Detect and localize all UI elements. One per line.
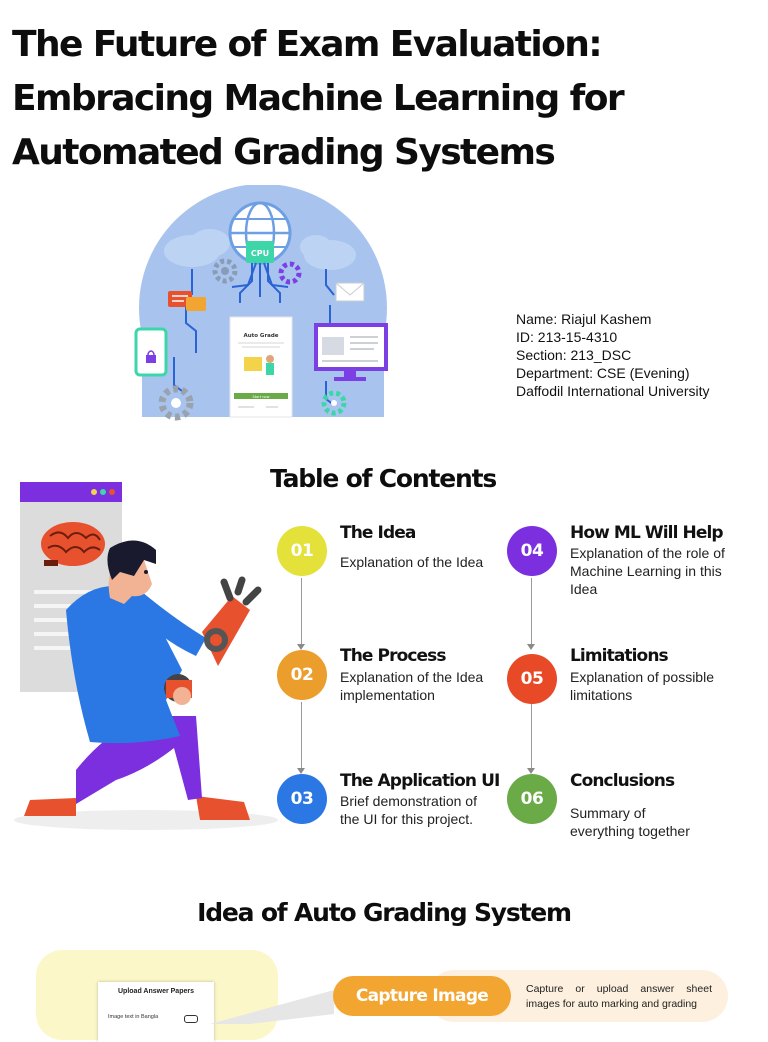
upload-option-label: Image text in Bangla <box>108 1014 159 1020</box>
cpu-label: CPU <box>251 249 269 258</box>
smartphone-icon <box>134 327 168 377</box>
student-name: Name: Riajul Kashem <box>516 311 652 327</box>
hero-illustration: CPU <box>134 185 388 421</box>
toc-connector <box>301 702 302 768</box>
toc-item-title: Limitations <box>570 646 669 666</box>
toc-number-02: 02 <box>277 650 327 700</box>
toc-connector <box>531 578 532 644</box>
arrow-down-icon <box>297 644 305 650</box>
callout-connector <box>210 990 334 1024</box>
toc-number-01: 01 <box>277 526 327 576</box>
student-department: Department: CSE (Evening) <box>516 365 690 381</box>
person-illustration <box>14 482 278 830</box>
gear-icon <box>212 258 238 284</box>
upload-card-title: Upload Answer Papers <box>118 988 194 995</box>
raised-arm <box>142 592 206 656</box>
brain-icon <box>41 522 105 566</box>
app-screen-mockup: Auto Grade Start now <box>229 316 293 418</box>
gear-icon <box>278 261 302 285</box>
hand <box>173 687 191 705</box>
toc-heading: Table of Contents <box>269 464 497 493</box>
toc-number-06: 06 <box>507 774 557 824</box>
capture-image-button[interactable]: Capture Image <box>333 976 511 1016</box>
gear-icon <box>321 390 347 416</box>
toc-item-description: Explanation of the role of Machine Learn… <box>570 545 725 597</box>
arrow-down-icon <box>527 768 535 774</box>
student-info: Name: Riajul Kashem ID: 213-15-4310 Sect… <box>516 310 710 400</box>
mail-icon <box>335 282 365 302</box>
upload-screen-mockup: Upload Answer Papers Image text in Bangl… <box>98 982 214 1042</box>
pants <box>76 716 202 804</box>
arrow-down-icon <box>527 644 535 650</box>
app-start-button: Start now <box>253 395 270 399</box>
toc-item-title: The Process <box>340 646 447 666</box>
monitor-icon <box>314 323 388 381</box>
shirt <box>66 586 182 744</box>
page-title: The Future of Exam Evaluation: Embracing… <box>12 24 625 173</box>
toc-item-description: Explanation of the Idea implementation <box>340 669 484 703</box>
robot-hand <box>220 576 262 606</box>
capture-description: Capture or upload answer sheet images fo… <box>526 983 712 1010</box>
toc-connector <box>301 578 302 644</box>
toc-item-title: The Idea <box>340 523 416 543</box>
arrow-down-icon <box>297 768 305 774</box>
left-shoe <box>24 798 76 816</box>
student-university: Daffodil International University <box>516 383 710 399</box>
toc-item-title: How ML Will Help <box>570 523 724 543</box>
toc-number-04: 04 <box>507 526 557 576</box>
toc-item-title: Conclusions <box>570 771 675 791</box>
right-shoe <box>196 796 250 820</box>
person-figure <box>24 540 262 820</box>
app-title: Auto Grade <box>243 333 278 339</box>
toc-item-description: Explanation of possible limitations <box>570 669 714 703</box>
toc-item-description: Explanation of the Idea <box>340 554 484 570</box>
toc-item-title: The Application UI <box>340 771 500 791</box>
cpu-chip-icon: CPU <box>246 241 274 263</box>
cloud-icon <box>164 229 356 270</box>
toc-item-description: Brief demonstration of the UI for this p… <box>340 793 477 827</box>
chat-bubble-icon <box>168 291 206 311</box>
toc-connector <box>531 702 532 768</box>
toc-number-03: 03 <box>277 774 327 824</box>
toggle-switch[interactable] <box>184 1015 198 1023</box>
circuit-lines <box>173 262 335 406</box>
toc-number-05: 05 <box>507 654 557 704</box>
hair <box>107 540 156 580</box>
student-section: Section: 213_DSC <box>516 347 632 363</box>
section-heading: Idea of Auto Grading System <box>197 898 572 927</box>
student-id: ID: 213-15-4310 <box>516 329 618 345</box>
gear-icon <box>158 385 194 421</box>
toc-item-description: Summary of everything together <box>570 805 690 839</box>
